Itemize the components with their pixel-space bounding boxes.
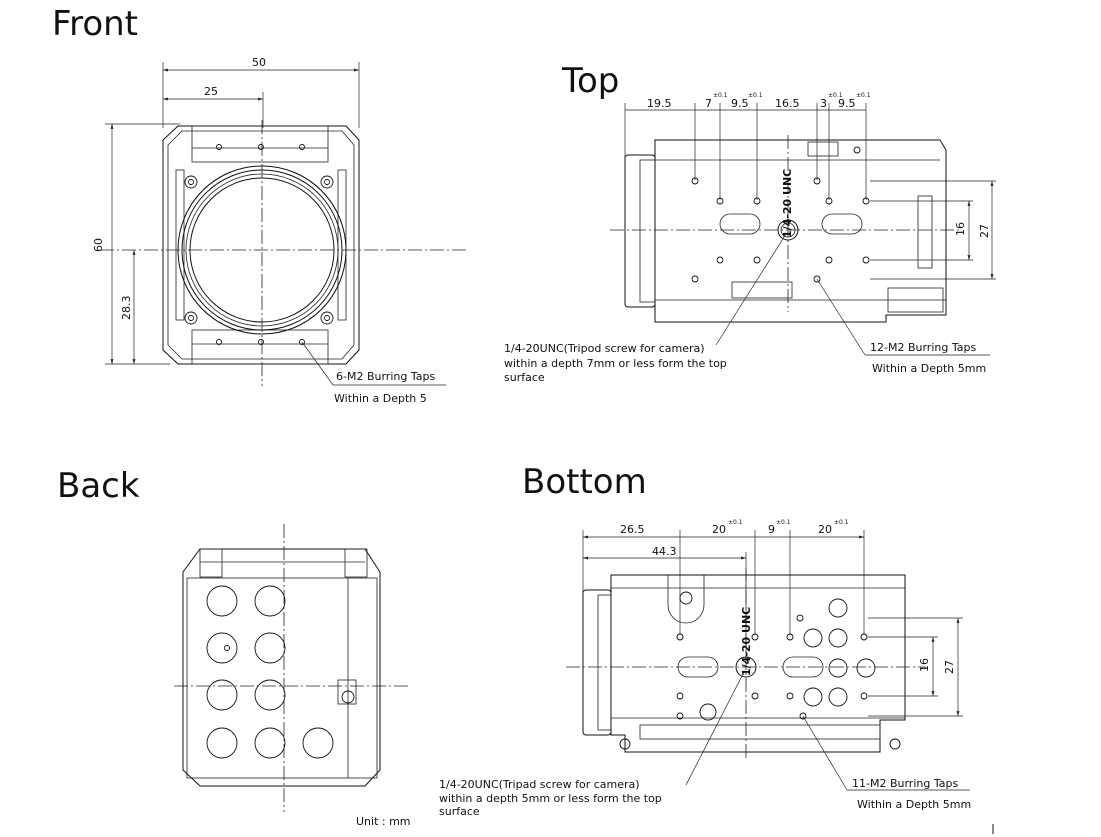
back-title: Back xyxy=(57,466,140,506)
top-view: Top 19.5 7 ±0.1 9.5 ±0.1 16.5 3 ±0.1 9.5… xyxy=(504,61,996,384)
front-body xyxy=(162,125,360,365)
front-dim-25-label: 25 xyxy=(204,85,218,98)
top-callout-left-line1: 1/4-20UNC(Tripod screw for camera) xyxy=(504,342,705,355)
back-view: Back xyxy=(57,466,408,812)
back-body xyxy=(182,548,381,787)
bottom-dim-4: 9 xyxy=(768,523,775,536)
top-dim-5: 3 xyxy=(820,97,827,110)
top-dim-2: 7 xyxy=(705,97,712,110)
front-view: Front 50 25 60 28.3 xyxy=(52,4,466,405)
top-dim-1: 19.5 xyxy=(647,97,672,110)
top-dim-4: 16.5 xyxy=(775,97,800,110)
front-dim-28-label: 28.3 xyxy=(120,296,133,321)
top-dim-v2: 27 xyxy=(978,224,991,238)
bottom-body xyxy=(582,574,906,753)
front-callout-line2: Within a Depth 5 xyxy=(334,392,427,405)
top-dim-6: 9.5 xyxy=(838,97,856,110)
bottom-dim-2: 44.3 xyxy=(652,545,677,558)
bottom-dim-3: 20 xyxy=(712,523,726,536)
top-callout-left-line3: surface xyxy=(504,371,545,384)
top-tol-5: ±0.1 xyxy=(828,92,843,99)
top-holes xyxy=(691,177,870,283)
bottom-callout-left-line2: within a depth 5mm or less form the top xyxy=(439,792,662,805)
top-callout-right-line1: 12-M2 Burring Taps xyxy=(870,341,976,354)
top-title: Top xyxy=(561,61,619,101)
front-dim-60-label: 60 xyxy=(92,238,105,252)
top-dim-3: 9.5 xyxy=(731,97,749,110)
bottom-callout-left-line1: 1/4-20UNC(Tripad screw for camera) xyxy=(439,778,640,791)
bottom-holes xyxy=(676,614,868,720)
bottom-dim-v2: 27 xyxy=(943,660,956,674)
bottom-callout-right-line2: Within a Depth 5mm xyxy=(857,798,971,811)
front-title: Front xyxy=(52,4,138,44)
bottom-dim-5: 20 xyxy=(818,523,832,536)
top-tol-3: ±0.1 xyxy=(748,92,763,99)
unit-label: Unit : mm xyxy=(356,815,411,828)
bottom-dim-1: 26.5 xyxy=(620,523,645,536)
top-dim-v1: 16 xyxy=(954,222,967,236)
top-callout-right-line2: Within a Depth 5mm xyxy=(872,362,986,375)
bottom-tol-3: ±0.1 xyxy=(728,519,743,526)
top-tripod-label: 1/4-20 UNC xyxy=(781,169,794,238)
bottom-tol-5: ±0.1 xyxy=(834,519,849,526)
bottom-tripod-label: 1/4-20 UNC xyxy=(740,607,753,676)
bottom-title: Bottom xyxy=(522,462,647,502)
bottom-view: Bottom 26.5 44.3 20 ±0.1 9 ±0.1 20 ±0.1 xyxy=(439,462,971,818)
top-tol-2: ±0.1 xyxy=(713,92,728,99)
front-callout-line1: 6-M2 Burring Taps xyxy=(336,370,435,383)
bottom-dim-v1: 16 xyxy=(918,658,931,672)
front-dim-50-label: 50 xyxy=(252,56,266,69)
top-callout-left-line2: within a depth 7mm or less form the top xyxy=(504,357,727,370)
bottom-callout-right-line1: 11-M2 Burring Taps xyxy=(852,777,958,790)
top-tol-6: ±0.1 xyxy=(856,92,871,99)
bottom-tol-4: ±0.1 xyxy=(776,519,791,526)
top-body xyxy=(624,139,947,323)
bottom-callout-left-line3: surface xyxy=(439,805,480,818)
